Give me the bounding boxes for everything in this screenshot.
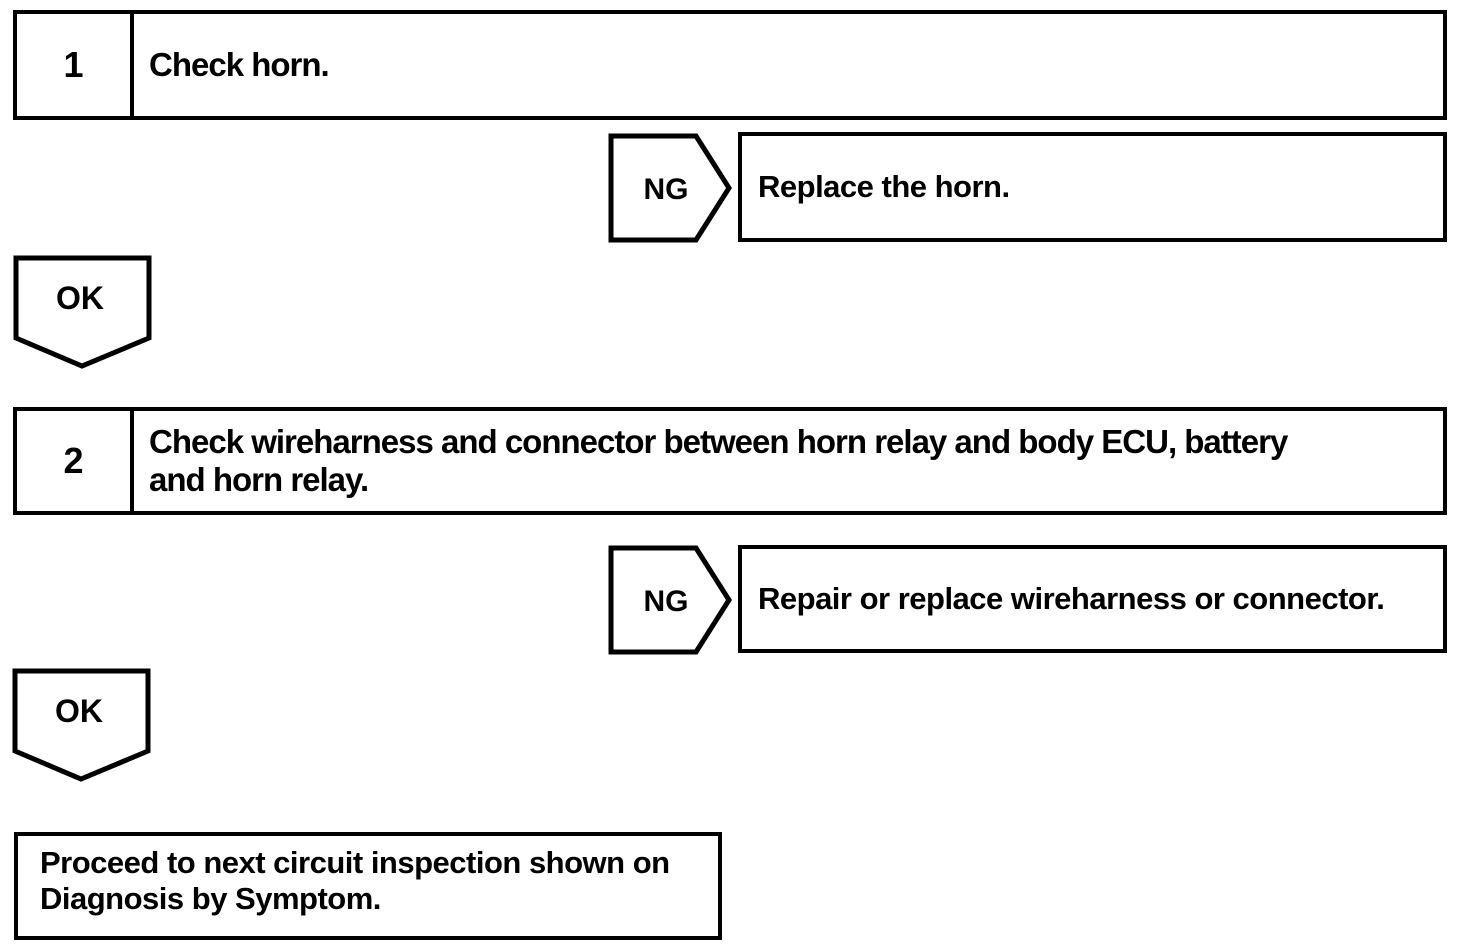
step-2-number: 2	[17, 411, 134, 511]
ng-label: NG	[644, 585, 689, 618]
result-box: Proceed to next circuit inspection shown…	[14, 832, 722, 940]
ng-arrow-icon: NG	[608, 133, 732, 243]
step-1-instruction-line: Check horn.	[149, 46, 330, 83]
ng-arrow-icon: NG	[608, 545, 732, 655]
ok-arrow-icon: OK	[13, 255, 152, 369]
step-1-box: 1 Check horn.	[13, 10, 1447, 120]
step-2-instruction-line-1: Check wireharness and connector between …	[149, 423, 1288, 460]
step-1-instruction: Check horn.	[134, 14, 1443, 116]
step-2-box: 2 Check wireharness and connector betwee…	[13, 407, 1447, 515]
step-2-instruction-line-2: and horn relay.	[149, 461, 369, 498]
ng-action-box-1: Replace the horn.	[738, 132, 1447, 242]
ng-action-text-1: Replace the horn.	[758, 169, 1010, 204]
result-line-2: Diagnosis by Symptom.	[40, 881, 381, 916]
ok-arrow-icon: OK	[12, 668, 151, 782]
ng-label: NG	[644, 173, 689, 206]
result-line-1: Proceed to next circuit inspection shown…	[40, 845, 670, 880]
ok-label: OK	[55, 693, 103, 729]
ok-label: OK	[56, 280, 104, 316]
step-2-instruction: Check wireharness and connector between …	[134, 411, 1443, 511]
ng-action-text-2: Repair or replace wireharness or connect…	[758, 581, 1385, 616]
step-1-number: 1	[17, 14, 134, 116]
ng-action-box-2: Repair or replace wireharness or connect…	[738, 545, 1447, 653]
